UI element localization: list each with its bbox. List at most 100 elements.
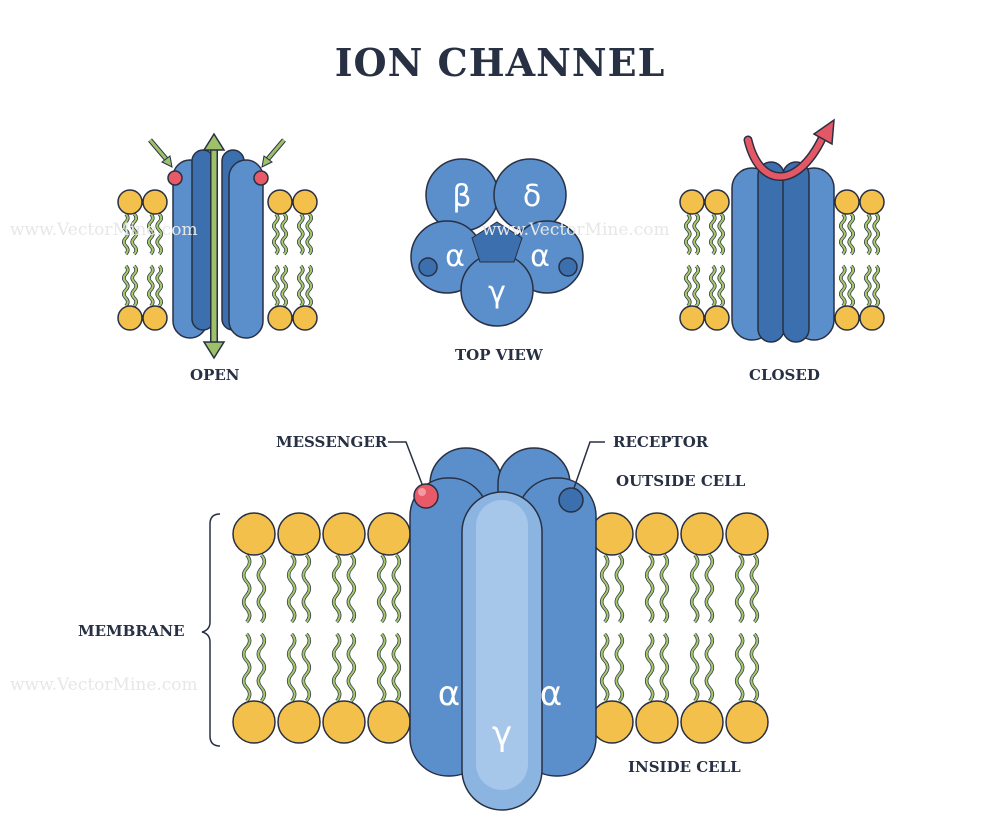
lipid-tail — [660, 554, 669, 623]
open-messenger-left — [167, 170, 183, 186]
closed-lipid-tails — [684, 212, 880, 308]
subunit-delta-label: δ — [523, 179, 541, 214]
lipid-tail — [147, 265, 154, 307]
lipid-tail — [615, 633, 624, 702]
lipid-tail — [302, 633, 311, 702]
detail-messenger — [413, 483, 439, 509]
lipid-tail — [709, 265, 716, 307]
lipid-tail — [272, 265, 279, 307]
lipid-tail — [718, 265, 725, 307]
lipid-tail — [709, 213, 716, 255]
page-title: ION CHANNEL — [334, 40, 666, 85]
lipid-tail — [257, 554, 266, 623]
lipid-tail — [306, 265, 313, 307]
top-view-label: TOP VIEW — [455, 346, 543, 364]
lipid-tail — [660, 633, 669, 702]
ion-flow-arrow-down-head — [202, 341, 226, 360]
lipid-tail — [839, 213, 846, 255]
closed-protein-center-left — [757, 161, 785, 343]
subunit-gamma-label: γ — [488, 275, 506, 310]
lipid-head — [704, 305, 730, 331]
lipid-tail — [600, 554, 609, 623]
watermark: www.VectorMine.com — [10, 675, 198, 695]
detail-gamma-label: γ — [492, 714, 512, 754]
detail-lipid-heads — [232, 512, 769, 744]
membrane-bracket — [201, 513, 221, 747]
lipid-tail — [864, 265, 871, 307]
lipid-tail — [347, 554, 356, 623]
lipid-head — [292, 189, 318, 215]
lipid-tail — [750, 633, 759, 702]
messenger-leader-line — [388, 441, 423, 485]
open-lipid-heads — [117, 189, 318, 331]
lipid-tail — [272, 213, 279, 255]
lipid-tail — [306, 213, 313, 255]
lipid-head — [635, 700, 679, 744]
closed-channel-illustration — [679, 118, 885, 343]
lipid-tail — [735, 554, 744, 623]
lipid-tail — [873, 213, 880, 255]
subunit-beta-label: β — [452, 179, 471, 214]
messenger-label: MESSENGER — [276, 433, 388, 451]
inside-cell-label: INSIDE CELL — [628, 758, 741, 776]
lipid-head — [725, 700, 769, 744]
central-pore — [471, 221, 523, 263]
lipid-head — [679, 305, 705, 331]
lipid-tail — [705, 633, 714, 702]
lipid-tail — [684, 213, 691, 255]
top-view-illustration: β δ α α γ — [410, 158, 584, 327]
lipid-head — [267, 189, 293, 215]
subunit-alpha-right-label: α — [530, 239, 550, 274]
lipid-tail — [377, 554, 386, 623]
closed-label: CLOSED — [749, 366, 820, 384]
lipid-head — [292, 305, 318, 331]
lipid-tail — [131, 265, 138, 307]
lipid-tail — [297, 265, 304, 307]
lipid-tail — [392, 633, 401, 702]
lipid-tail — [347, 633, 356, 702]
lipid-tail — [848, 265, 855, 307]
lipid-head — [834, 305, 860, 331]
lipid-tail — [864, 213, 871, 255]
lipid-tail — [735, 633, 744, 702]
detail-alpha-right-label: α — [540, 674, 562, 714]
lipid-head — [277, 700, 321, 744]
receptor-leader-line — [573, 441, 605, 489]
lipid-tail — [718, 213, 725, 255]
detail-receptor — [558, 487, 584, 513]
detail-alpha-left-label: α — [438, 674, 460, 714]
ion-flow-arrow-up-head — [202, 132, 226, 151]
lipid-head — [725, 512, 769, 556]
lipid-tail — [645, 554, 654, 623]
lipid-head — [635, 512, 679, 556]
lipid-tail — [122, 213, 129, 255]
lipid-head — [680, 512, 724, 556]
lipid-head — [367, 700, 411, 744]
lipid-head — [232, 512, 276, 556]
lipid-head — [267, 305, 293, 331]
watermark: www.VectorMine.com — [10, 220, 198, 240]
outside-cell-label: OUTSIDE CELL — [616, 472, 746, 490]
open-label: OPEN — [190, 366, 240, 384]
subunit-alpha-left-label: α — [445, 239, 465, 274]
closed-protein-center-right — [782, 161, 810, 343]
binding-arrow-right — [261, 138, 286, 168]
watermark: www.VectorMine.com — [482, 220, 670, 240]
lipid-head — [142, 189, 168, 215]
lipid-head — [834, 189, 860, 215]
lipid-tail — [131, 213, 138, 255]
lipid-head — [322, 700, 366, 744]
lipid-tail — [257, 633, 266, 702]
binding-site-left — [418, 257, 438, 277]
lipid-head — [704, 189, 730, 215]
lipid-tail — [600, 633, 609, 702]
lipid-tail — [147, 213, 154, 255]
lipid-tail — [242, 633, 251, 702]
lipid-tail — [693, 213, 700, 255]
lipid-tail — [302, 554, 311, 623]
lipid-tail — [242, 554, 251, 623]
lipid-tail — [287, 633, 296, 702]
receptor-label: RECEPTOR — [613, 433, 709, 451]
lipid-head — [590, 700, 634, 744]
